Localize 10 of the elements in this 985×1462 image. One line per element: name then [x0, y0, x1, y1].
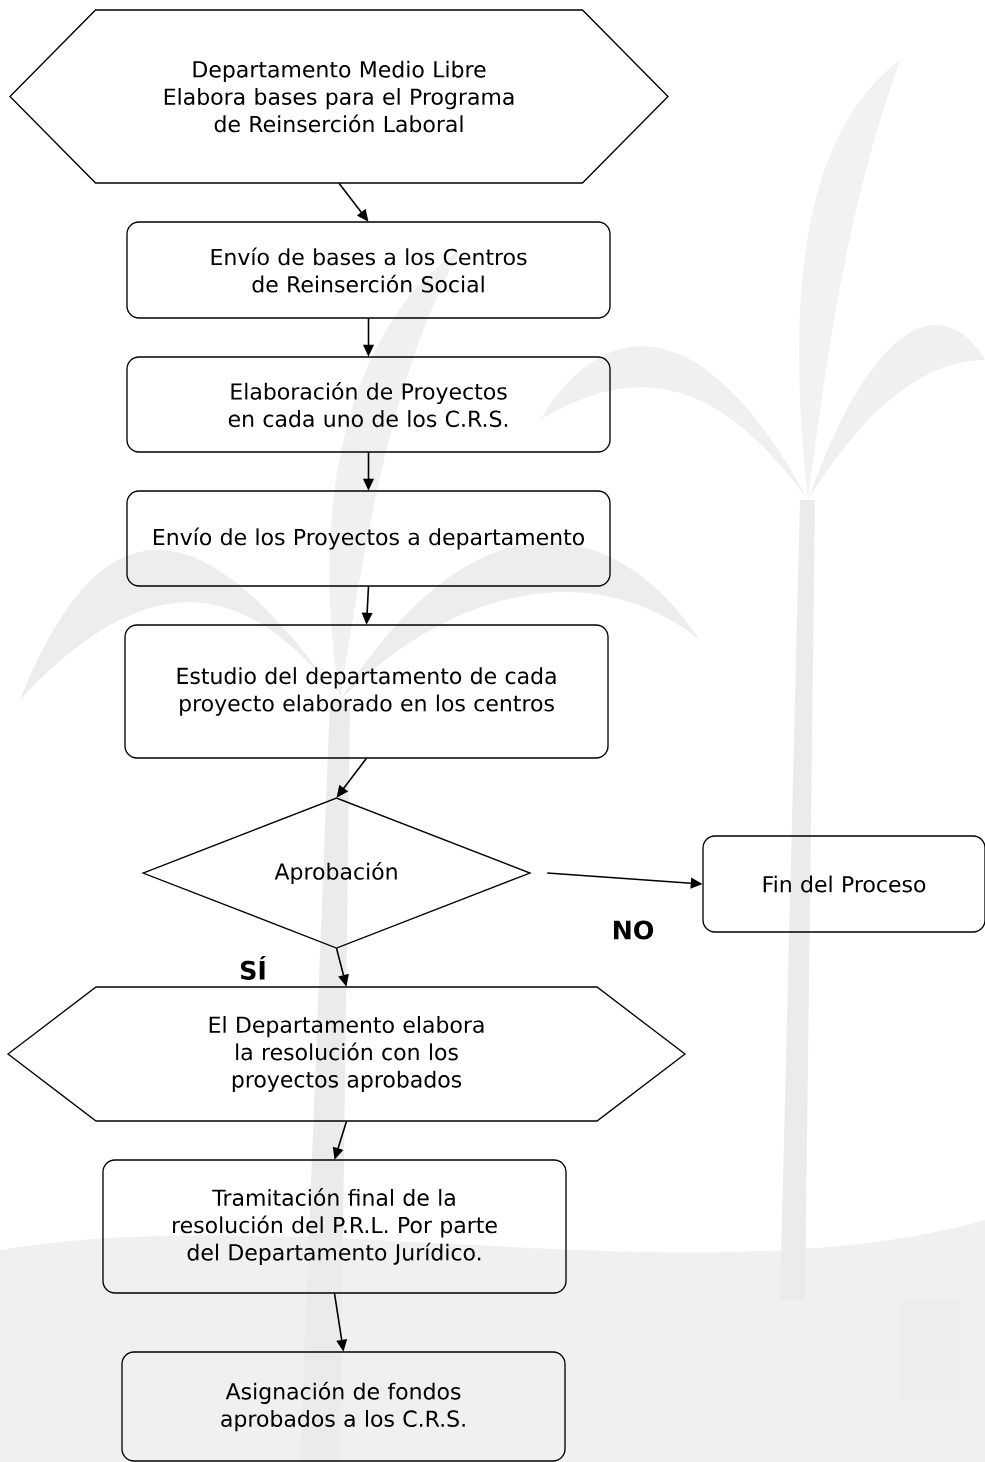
process-box: Fin del Proceso — [702, 835, 985, 933]
process-box: Asignación de fondos aprobados a los C.R.S. — [121, 1351, 566, 1462]
process-box: Tramitación final de la resolución del P.R.L. Por parte del Departamento Jurídico. — [102, 1159, 567, 1294]
process-box: Estudio del departamento de cada proyecto elaborado en los centros — [124, 624, 609, 759]
edge-label: SÍ — [241, 956, 266, 980]
process-box: Elaboración de Proyectos en cada uno de los C.R.S. — [126, 356, 611, 453]
process-box: Envío de los Proyectos a departamento — [126, 490, 611, 587]
edge-label: NO — [613, 920, 654, 940]
hexagon-box: Departamento Medio Libre Elabora bases para el Programa de Reinserción Laboral — [9, 9, 669, 184]
process-box: Envío de bases a los Centros de Reinserción Social — [126, 221, 611, 319]
